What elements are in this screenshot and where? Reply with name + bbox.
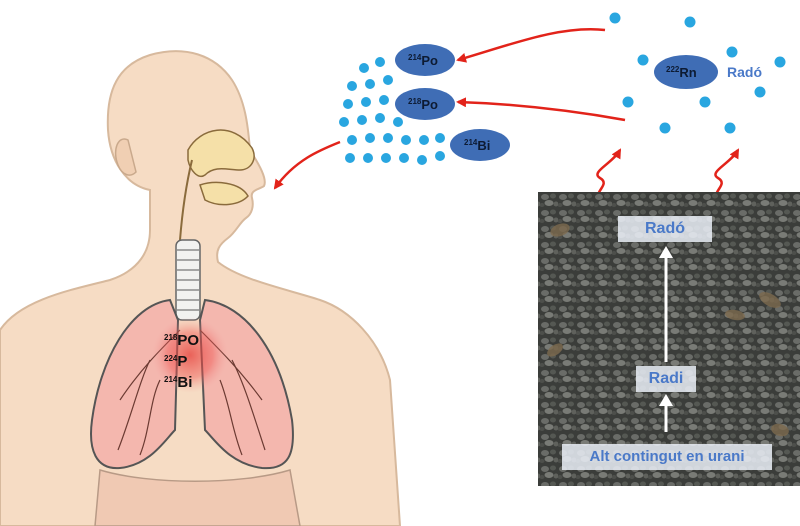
isotope-po214: 214Po	[395, 44, 455, 76]
flow-arrows	[275, 29, 738, 200]
arrow-to-po218	[458, 102, 625, 120]
arrow-to-mouth	[275, 142, 340, 188]
isotope-bi214: 214Bi	[450, 129, 510, 161]
arrow-to-po214	[458, 29, 605, 60]
soil-label-radium: Radi	[636, 366, 696, 392]
soil-label-radon: Radó	[618, 216, 712, 242]
isotope-po218: 218Po	[395, 88, 455, 120]
radon-name-label: Radó	[727, 64, 762, 80]
soil-label-uranium: Alt contingut en urani	[562, 444, 772, 470]
radon-source: 222Rn Radó	[654, 55, 762, 89]
